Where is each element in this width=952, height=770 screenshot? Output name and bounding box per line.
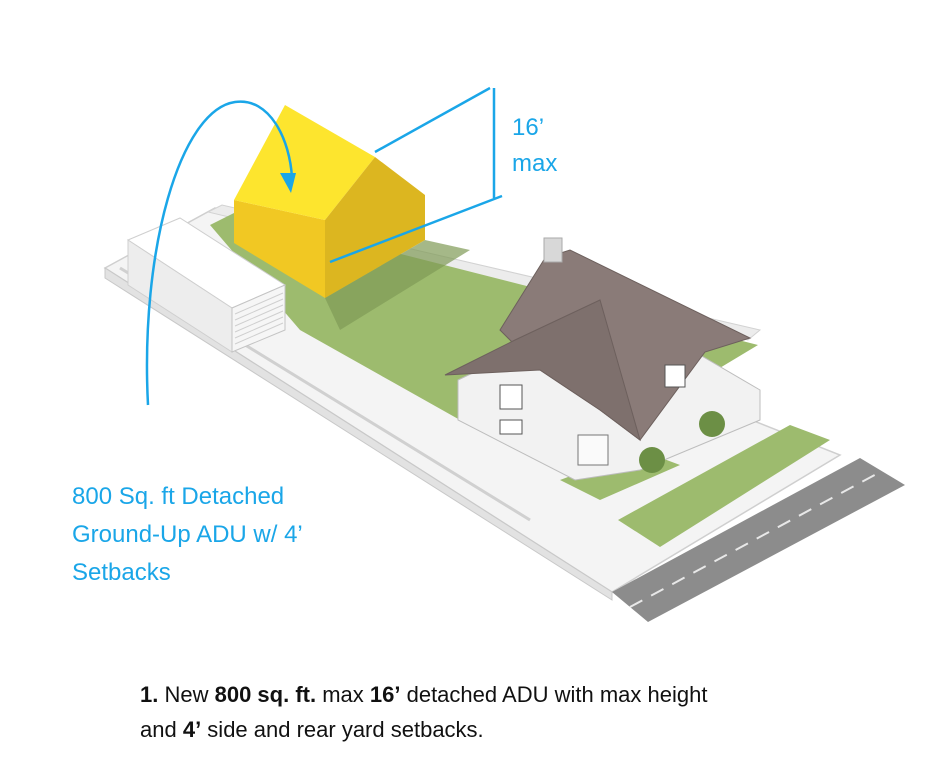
house-roof-front	[444, 299, 641, 442]
caption-line-2: and 4’ side and rear yard setbacks.	[140, 712, 860, 747]
callout-arrow	[145, 100, 294, 406]
shrub	[639, 447, 665, 473]
arrow-head-icon	[280, 173, 296, 193]
garage-door	[231, 284, 286, 353]
shrub	[699, 411, 725, 437]
house-window	[664, 364, 686, 388]
house-window	[499, 384, 523, 410]
house-window	[499, 419, 523, 435]
caption-bold: 16’	[369, 682, 401, 707]
callout-line: Setbacks	[72, 559, 171, 586]
garage-door-slats	[234, 292, 284, 345]
adu-shadow	[325, 240, 470, 330]
adu-callout: 800 Sq. ft Detached Ground-Up ADU w/ 4’ …	[72, 478, 372, 592]
adu-gable-wall	[325, 157, 425, 298]
adu-side-wall	[234, 200, 325, 298]
height-dimension	[329, 86, 503, 264]
height-value: 16’	[512, 114, 545, 141]
caption-text: New	[158, 682, 215, 707]
height-unit: max	[512, 150, 558, 177]
caption-bold: 4’	[182, 717, 202, 742]
caption-number: 1.	[140, 682, 159, 707]
caption-text: and	[140, 717, 183, 742]
house-chimney	[543, 237, 563, 263]
adu-roof	[234, 105, 375, 220]
caption-line-1: 1. New 800 sq. ft. max 16’ detached ADU …	[140, 677, 860, 712]
callout-line: Ground-Up ADU w/ 4’	[72, 521, 303, 548]
height-label: 16’ max	[512, 110, 592, 182]
caption-bold: 800 sq. ft.	[214, 682, 317, 707]
caption-text: detached ADU with max height	[400, 682, 708, 707]
callout-line: 800 Sq. ft Detached	[72, 483, 285, 510]
caption-text: max	[316, 682, 370, 707]
house-garage-door	[577, 434, 609, 466]
caption-text: side and rear yard setbacks.	[201, 717, 484, 742]
caption: 1. New 800 sq. ft. max 16’ detached ADU …	[140, 677, 860, 747]
front-lawn	[618, 425, 830, 547]
